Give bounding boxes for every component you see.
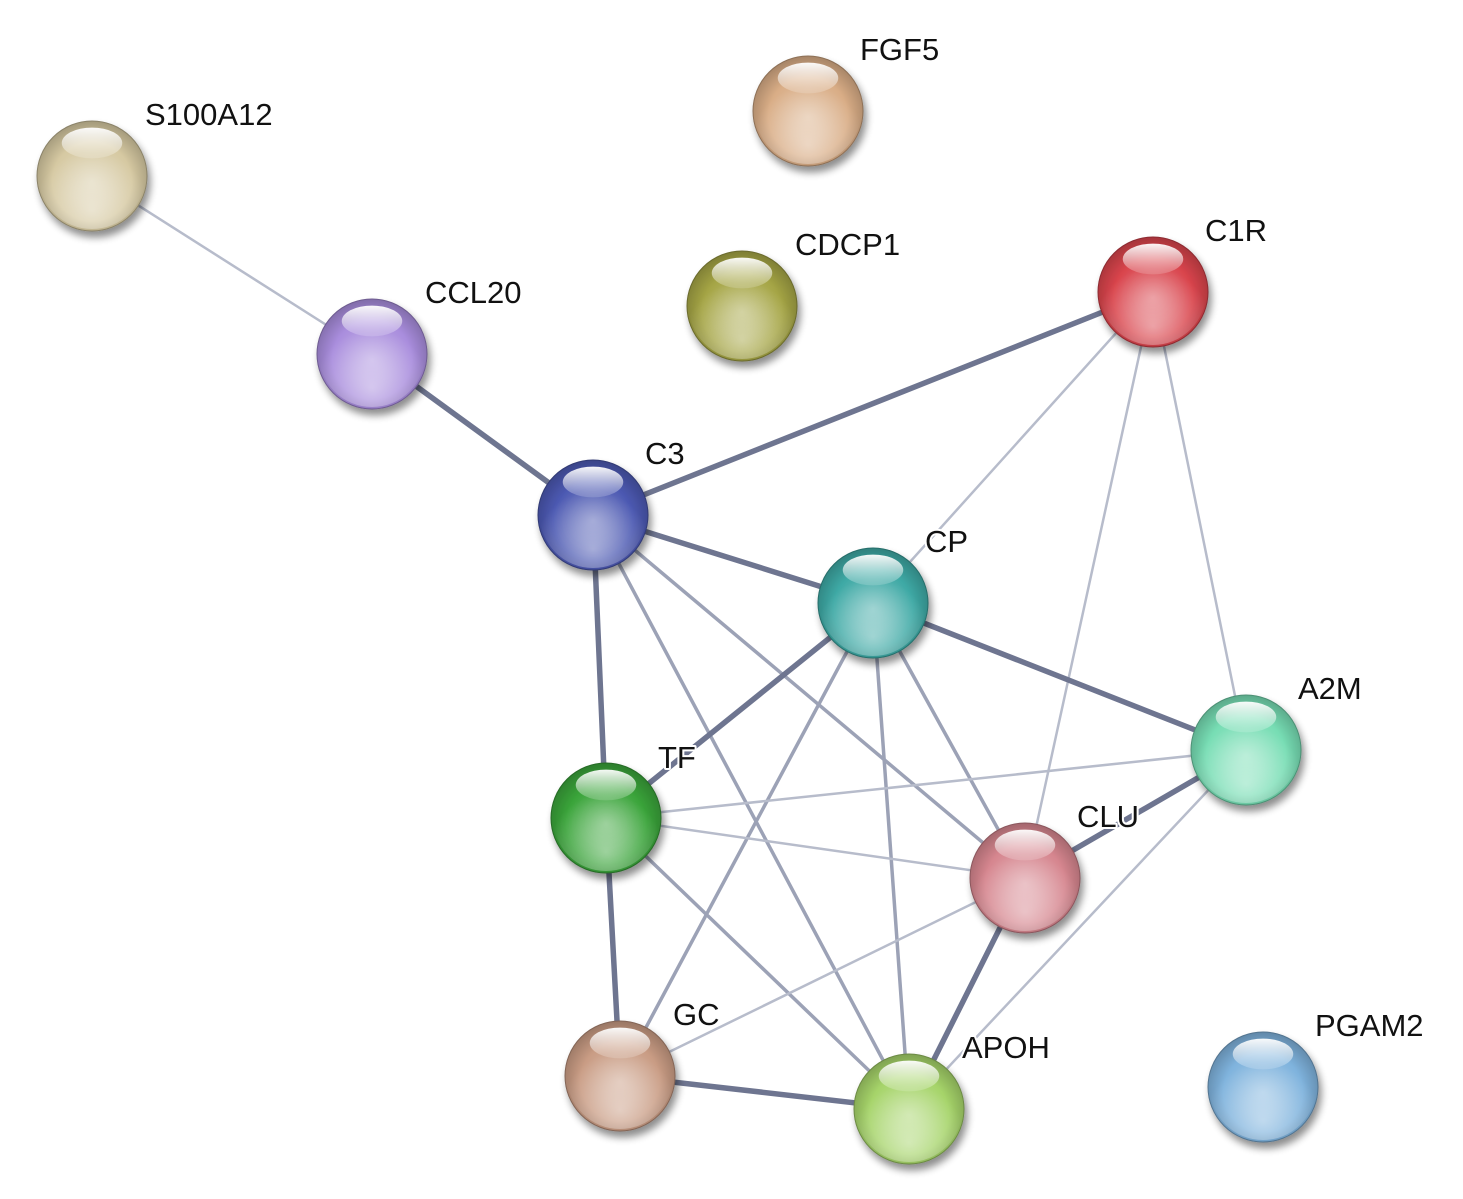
node-label-tf: TF: [658, 740, 696, 775]
node-label-clu: CLU: [1077, 799, 1139, 834]
edge-cp-a2m: [870, 600, 1249, 753]
node-gc[interactable]: GC: [564, 995, 722, 1132]
edge-cp-apoh: [871, 601, 911, 1111]
edge-cp-tf: [603, 600, 876, 821]
node-label-a2m: A2M: [1298, 671, 1362, 706]
node-label-fgf5: FGF5: [860, 32, 939, 67]
node-label-ccl20: CCL20: [425, 275, 522, 310]
edge-c1r-a2m: [1151, 290, 1248, 752]
edge-tf-apoh: [604, 816, 911, 1111]
node-fgf5[interactable]: FGF5: [752, 30, 941, 167]
edge-c3-c1r: [590, 289, 1156, 518]
node-apoh[interactable]: APOH: [853, 1028, 1052, 1165]
node-a2m[interactable]: A2M: [1190, 669, 1364, 806]
node-s100a12[interactable]: S100A12: [36, 95, 275, 232]
node-label-cdcp1: CDCP1: [795, 227, 900, 262]
node-highlight-c1r: [1122, 243, 1184, 275]
node-c3[interactable]: C3: [537, 434, 687, 571]
node-label-apoh: APOH: [962, 1030, 1050, 1065]
edge-c1r-clu: [1023, 290, 1155, 880]
node-c1r[interactable]: C1R: [1097, 211, 1269, 348]
node-clu[interactable]: CLU: [969, 797, 1141, 934]
node-cp[interactable]: CP: [817, 522, 970, 659]
node-highlight-c3: [562, 466, 624, 498]
node-tf[interactable]: TF: [550, 738, 698, 874]
edge-tf-clu: [604, 816, 1027, 880]
node-highlight-cp: [842, 554, 904, 586]
node-highlight-pgam2: [1232, 1038, 1294, 1070]
node-highlight-fgf5: [777, 62, 839, 94]
node-ccl20[interactable]: CCL20: [316, 273, 524, 410]
node-label-c1r: C1R: [1205, 213, 1267, 248]
edge-layer: [90, 174, 1249, 1112]
node-highlight-apoh: [878, 1060, 940, 1092]
edge-tf-a2m: [604, 748, 1248, 820]
node-pgam2[interactable]: PGAM2: [1207, 1006, 1426, 1143]
node-highlight-clu: [994, 829, 1056, 861]
node-highlight-s100a12: [61, 127, 123, 159]
node-cdcp1[interactable]: CDCP1: [686, 225, 902, 362]
edge-c1r-cp: [871, 290, 1155, 605]
node-label-gc: GC: [673, 997, 720, 1032]
node-label-c3: C3: [645, 436, 685, 471]
node-highlight-ccl20: [341, 305, 403, 337]
edge-cp-gc: [618, 601, 875, 1078]
edge-clu-gc: [618, 876, 1027, 1078]
node-highlight-cdcp1: [711, 257, 773, 289]
edge-c3-clu: [591, 513, 1027, 880]
edge-a2m-apoh: [907, 748, 1248, 1111]
edge-c3-apoh: [591, 513, 911, 1111]
node-label-s100a12: S100A12: [145, 97, 273, 132]
node-highlight-tf: [575, 769, 637, 801]
node-highlight-gc: [589, 1027, 651, 1059]
node-highlight-a2m: [1215, 701, 1277, 733]
node-label-cp: CP: [925, 524, 968, 559]
node-label-pgam2: PGAM2: [1315, 1008, 1424, 1043]
